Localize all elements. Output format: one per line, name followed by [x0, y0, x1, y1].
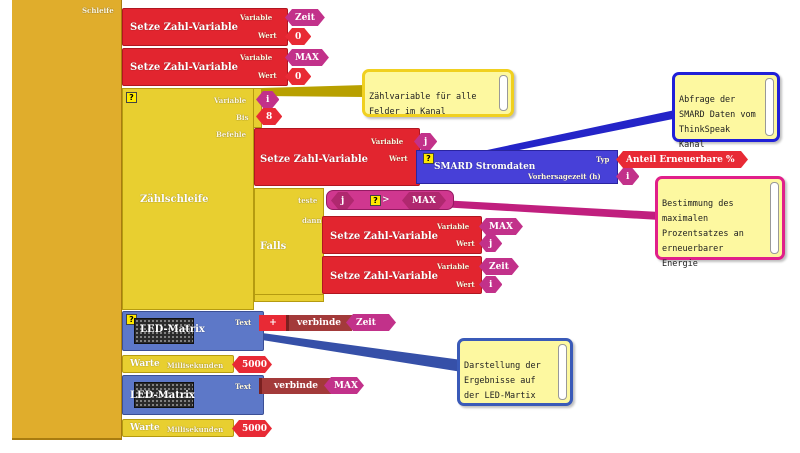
condition-left-pill[interactable]: j	[331, 192, 354, 209]
wait-value-pill[interactable]: 5000	[232, 420, 272, 437]
loop-to-pill[interactable]: 8	[256, 108, 282, 125]
help-icon[interactable]: ?	[423, 153, 434, 164]
comment-scrollbar[interactable]	[770, 182, 779, 254]
then-label: dann	[302, 216, 322, 225]
variable-label: Variable	[437, 262, 470, 271]
join-variable-pill[interactable]: Zeit	[346, 314, 396, 331]
set-block-title: Setze Zahl-Variable	[130, 22, 239, 33]
value-label: Wert	[456, 239, 475, 248]
comment-text[interactable]: Darstellung der Ergebnisse auf der LED-M…	[464, 361, 541, 401]
set-block-title: Setze Zahl-Variable	[260, 154, 369, 165]
set-block-title: Setze Zahl-Variable	[330, 231, 439, 242]
count-loop-header	[254, 88, 262, 128]
connector-count-loop	[262, 85, 365, 97]
led-matrix-title: LED-Matrix	[140, 324, 205, 335]
smard-title: SMARD Stromdaten	[434, 162, 536, 172]
comment-if[interactable]: Bestimmung des maximalen Prozentsatzes a…	[655, 176, 785, 269]
connector-led	[262, 333, 462, 372]
to-label: Bis	[236, 113, 249, 122]
value-label: Wert	[258, 71, 277, 80]
variable-pill[interactable]: Zeit	[285, 9, 325, 26]
type-label: Typ	[596, 155, 610, 164]
join-variable-pill[interactable]: MAX	[324, 377, 364, 394]
wait-value-pill[interactable]: 5000	[232, 356, 272, 373]
text-label: Text	[235, 318, 252, 327]
value-pill[interactable]: 0	[285, 68, 311, 85]
count-loop-title: Zählschleife	[140, 194, 209, 205]
comment-led[interactable]: Darstellung der Ergebnisse auf der LED-M…	[457, 338, 573, 406]
loop-label: Schleife	[82, 6, 114, 15]
comment-scrollbar[interactable]	[765, 78, 774, 136]
set-variable-block-zeit-inner[interactable]	[322, 256, 482, 294]
wait-title: Warte	[130, 423, 160, 433]
connector-if	[440, 200, 660, 220]
loop-block[interactable]	[12, 0, 122, 440]
comment-text[interactable]: Bestimmung des maximalen Prozentsatzes a…	[662, 199, 744, 269]
test-label: teste	[298, 196, 318, 205]
variable-label: Variable	[214, 96, 247, 105]
if-title: Falls	[260, 241, 287, 252]
variable-label: Variable	[437, 222, 470, 231]
if-block-footer	[254, 294, 324, 302]
condition-right-pill[interactable]: MAX	[402, 192, 446, 209]
comment-text[interactable]: Zählvariable für alle Felder im Kanal	[369, 92, 477, 117]
set-variable-block-max[interactable]	[122, 48, 288, 86]
led-matrix-icon	[134, 382, 194, 408]
variable-label: Variable	[240, 13, 273, 22]
condition-operator[interactable]: >	[382, 195, 390, 205]
led-matrix-title: LED-Matrix	[130, 390, 195, 401]
comment-scrollbar[interactable]	[558, 344, 567, 400]
variable-pill[interactable]: MAX	[285, 49, 329, 66]
help-icon[interactable]: ?	[126, 92, 137, 103]
count-loop-block[interactable]	[122, 88, 254, 310]
comment-count-loop[interactable]: Zählvariable für alle Felder im Kanal	[362, 69, 514, 117]
set-block-title: Setze Zahl-Variable	[330, 271, 439, 282]
unit-label: Millisekunden	[167, 361, 224, 370]
value-label: Wert	[389, 154, 408, 163]
comment-scrollbar[interactable]	[499, 75, 508, 111]
set-variable-block-max-inner[interactable]	[322, 216, 482, 254]
value-pill[interactable]: 0	[285, 28, 311, 45]
join-block[interactable]: verbinde	[286, 315, 352, 331]
variable-pill[interactable]: Zeit	[479, 258, 519, 275]
text-label: Text	[235, 382, 252, 391]
if-block[interactable]	[254, 188, 324, 300]
value-label: Wert	[456, 280, 475, 289]
commands-label: Befehle	[216, 130, 247, 139]
variable-pill[interactable]: j	[414, 133, 437, 150]
set-block-title: Setze Zahl-Variable	[130, 62, 239, 73]
forecast-label: Vorhersagezeit (h)	[528, 172, 601, 181]
join-block[interactable]: verbinde	[259, 378, 331, 394]
smard-data-block[interactable]	[416, 150, 618, 184]
comment-smard[interactable]: Abfrage der SMARD Daten vom ThinkSpeak K…	[672, 72, 780, 150]
led-matrix-icon	[134, 318, 194, 344]
unit-label: Millisekunden	[167, 425, 224, 434]
forecast-pill[interactable]: i	[616, 168, 639, 185]
wait-title: Warte	[130, 359, 160, 369]
value-label: Wert	[258, 31, 277, 40]
variable-label: Variable	[240, 53, 273, 62]
variable-pill[interactable]: MAX	[479, 218, 523, 235]
loop-variable-pill[interactable]: i	[256, 91, 279, 108]
type-dropdown[interactable]: Anteil Erneuerbare %	[616, 151, 748, 168]
help-icon[interactable]: ?	[370, 195, 381, 206]
comment-text[interactable]: Abfrage der SMARD Daten vom ThinkSpeak K…	[679, 95, 756, 150]
variable-label: Variable	[371, 137, 404, 146]
plus-operator[interactable]: +	[259, 315, 287, 331]
set-variable-block-zeit[interactable]	[122, 8, 288, 46]
value-pill[interactable]: j	[479, 235, 502, 252]
value-pill[interactable]: i	[479, 276, 502, 293]
